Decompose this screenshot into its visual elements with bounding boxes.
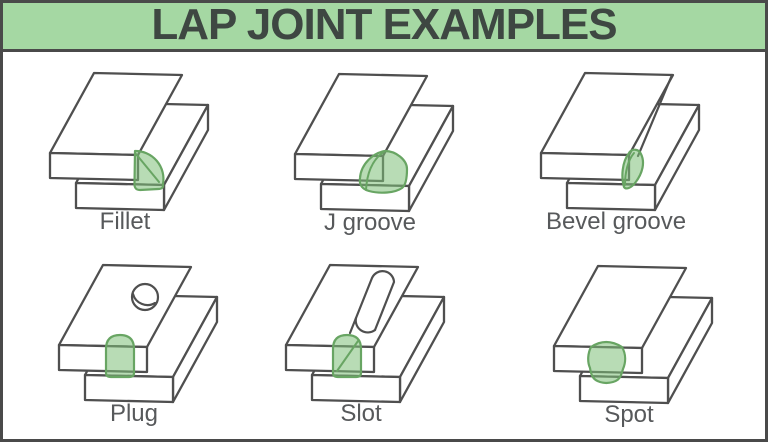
joint-label-slot: Slot <box>340 400 382 427</box>
joint-label-spot: Spot <box>604 401 654 428</box>
j-groove-weld-shape <box>358 149 409 194</box>
slot-opening-outline <box>348 270 396 335</box>
joint-diagram-bevel-groove: Bevel groove <box>521 65 733 250</box>
bevel-edge-line <box>636 73 674 158</box>
figure-header: LAP JOINT EXAMPLES <box>3 3 765 52</box>
joint-label-plug: Plug <box>109 400 159 427</box>
plug-joint-illustration <box>57 263 219 404</box>
bevel-groove-weld-shape <box>621 148 645 190</box>
joint-diagram-j-groove: J groove <box>275 66 487 251</box>
joint-diagram-slot: Slot <box>266 257 478 439</box>
figure-title: LAP JOINT EXAMPLES <box>151 0 617 49</box>
plug-weld-shape <box>104 333 136 379</box>
plug-hole-inner-edge <box>131 292 157 307</box>
bevel-groove-joint-illustration <box>539 71 701 212</box>
fillet-joint-illustration <box>48 71 210 212</box>
slot-joint-illustration <box>284 263 446 404</box>
plug-hole-outline <box>130 282 160 312</box>
slot-inner-end-edge <box>354 316 377 334</box>
joint-diagram-plug: Plug <box>39 257 251 439</box>
joint-label-fillet: Fillet <box>99 208 151 235</box>
spot-weld-shape <box>587 340 627 385</box>
joint-label-bevel-groove: Bevel groove <box>545 208 687 235</box>
joint-diagram-spot: Spot <box>534 258 746 439</box>
joint-diagram-fillet: Fillet <box>30 65 242 250</box>
joint-label-j-groove: J groove <box>323 209 417 236</box>
j-groove-joint-illustration <box>293 72 455 213</box>
spot-joint-illustration <box>552 264 714 405</box>
